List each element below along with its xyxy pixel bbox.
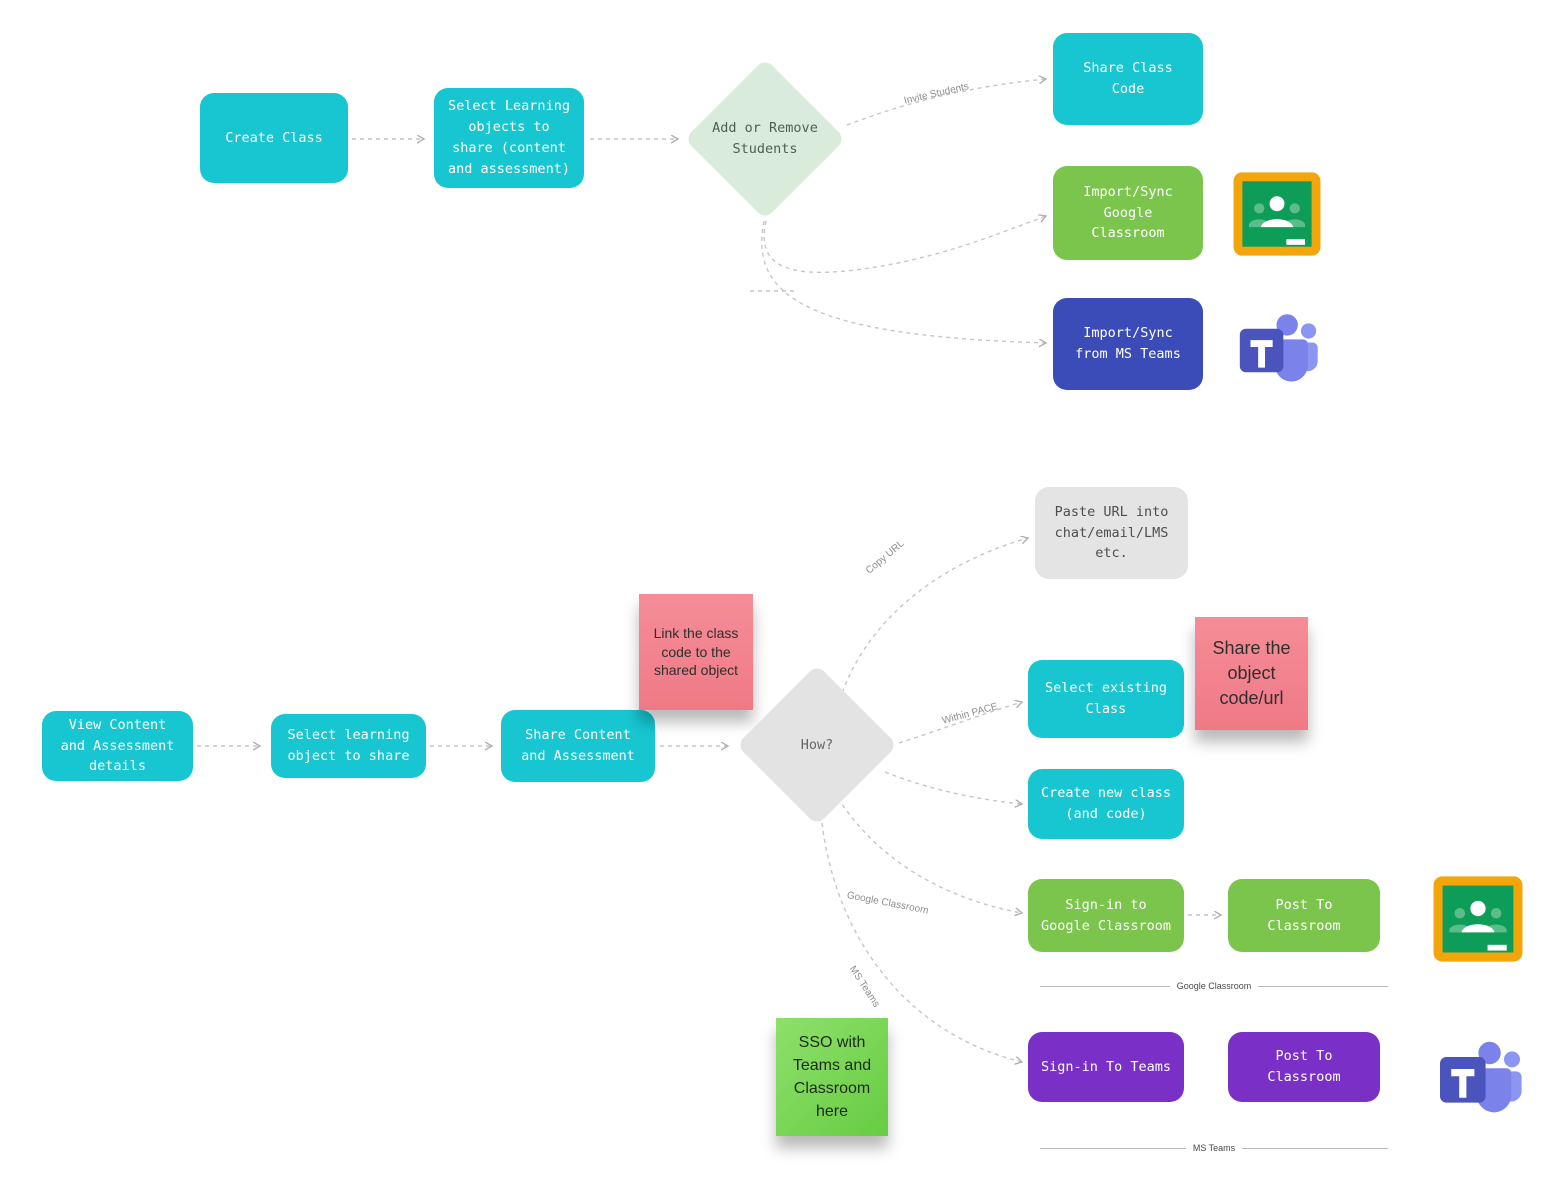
ms-teams-icon	[1436, 1028, 1524, 1118]
sticky-note-link-class-code: Link the class code to the shared object	[639, 594, 753, 710]
divider-line	[1242, 1147, 1389, 1149]
branch-label-within-pace: Within PACE	[941, 701, 999, 727]
branch-label-copy-url: Copy URL	[864, 538, 907, 577]
share-class-code-node: Share Class Code	[1053, 33, 1203, 125]
select-learning-object-node: Select learning object to share	[271, 714, 426, 778]
divider-line	[1040, 1147, 1186, 1149]
branch-label-ms-teams: MS Teams	[846, 964, 882, 1010]
branch-label-google-classroom: Google Classroom	[845, 890, 930, 917]
branch-label-invite-students: Invite Students	[903, 81, 970, 107]
sign-in-teams-node: Sign-in To Teams	[1028, 1032, 1184, 1102]
sticky-note-sso: SSO with Teams and Classroom here	[776, 1018, 888, 1136]
divider-label: Google Classroom	[1176, 981, 1252, 991]
create-class-node: Create Class	[200, 93, 348, 183]
ms-teams-divider: MS Teams	[1040, 1143, 1389, 1153]
create-new-class-node: Create new class (and code)	[1028, 769, 1184, 839]
post-to-classroom-google-node: Post To Classroom	[1228, 879, 1380, 952]
decision-label: Add or Remove Students	[712, 120, 818, 157]
how-decision: How?	[736, 664, 898, 826]
import-sync-ms-teams-node: Import/Sync from MS Teams	[1053, 298, 1203, 390]
google-classroom-icon	[1432, 875, 1524, 963]
sticky-note-share-object: Share the object code/url	[1195, 617, 1308, 730]
divider-line	[1040, 985, 1170, 987]
divider-label: MS Teams	[1192, 1143, 1236, 1153]
add-remove-students-decision: Add or Remove Students	[684, 58, 846, 220]
google-classroom-divider: Google Classroom	[1040, 981, 1388, 991]
select-existing-class-node: Select existing Class	[1028, 660, 1184, 738]
select-learning-objects-node: Select Learning objects to share (conten…	[434, 88, 584, 188]
share-content-assessment-node: Share Content and Assessment	[501, 710, 655, 782]
view-content-details-node: View Content and Assessment details	[42, 711, 193, 781]
paste-url-node: Paste URL into chat/email/LMS etc.	[1035, 487, 1188, 579]
google-classroom-icon	[1232, 171, 1322, 257]
import-sync-google-classroom-node: Import/Sync Google Classroom	[1053, 166, 1203, 260]
divider-line	[1258, 985, 1388, 987]
decision-label: How?	[800, 736, 834, 753]
sign-in-google-classroom-node: Sign-in to Google Classroom	[1028, 879, 1184, 952]
post-to-classroom-teams-node: Post To Classroom	[1228, 1032, 1380, 1102]
ms-teams-icon	[1236, 300, 1320, 388]
